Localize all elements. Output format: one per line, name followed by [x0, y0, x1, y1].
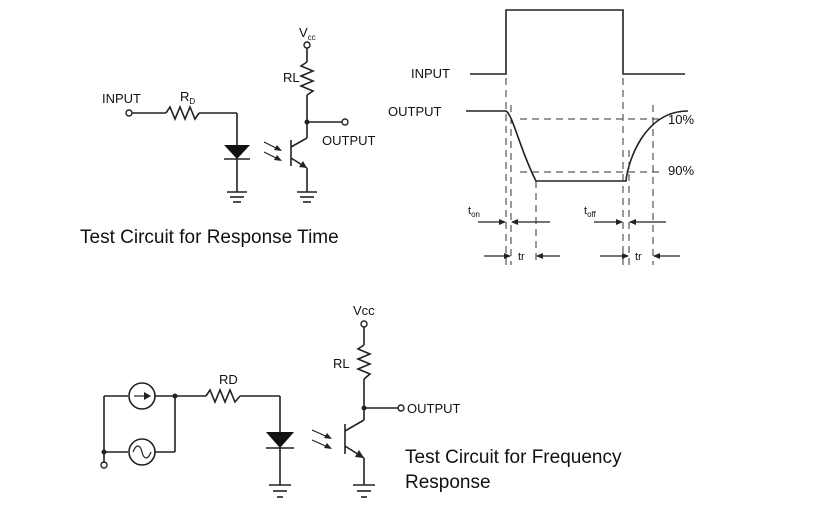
vcc-label: Vcc: [299, 25, 316, 42]
ground-icon: [227, 191, 247, 203]
output-terminal: [397, 404, 405, 412]
frequency-caption-line1: Test Circuit for Frequency: [405, 447, 622, 468]
dc-current-source-icon: [128, 382, 156, 410]
ground-icon: [297, 191, 317, 203]
input-pulse: [470, 9, 685, 75]
rl-resistor: [298, 61, 316, 96]
toff-label: toff: [584, 205, 597, 219]
rd-label: RD: [219, 372, 238, 387]
led-diode-icon: [224, 145, 250, 160]
rd-resistor: [205, 387, 241, 405]
frequency-caption-line2: Response: [405, 472, 491, 493]
input-terminal: [125, 109, 133, 117]
light-arrows-icon: [311, 429, 332, 449]
input-label: INPUT: [102, 91, 141, 106]
level-10-label: 10%: [668, 112, 694, 127]
ac-source-icon: [128, 438, 156, 466]
rd-resistor: [165, 104, 200, 122]
phototransistor: [290, 137, 308, 192]
phototransistor: [344, 419, 365, 485]
wave-input-label: INPUT: [411, 66, 450, 81]
vcc-terminal: [360, 320, 368, 328]
level-90-label: 90%: [668, 163, 694, 178]
output-terminal: [341, 118, 349, 126]
ground-terminal: [100, 461, 108, 469]
rl-label: RL: [333, 356, 350, 371]
vcc-label: Vcc: [353, 303, 375, 318]
led-diode-icon: [266, 432, 294, 449]
wave-output-label: OUTPUT: [388, 104, 442, 119]
response-time-circuit: Vcc RL OUTPUT: [80, 25, 376, 248]
output-curve: [466, 110, 689, 182]
tr-right-label: tr: [635, 251, 642, 263]
tr-left-label: tr: [518, 251, 525, 263]
ton-label: ton: [468, 205, 480, 219]
rd-label: RD: [180, 89, 195, 106]
ground-icon: [353, 484, 375, 498]
light-arrows-icon: [263, 141, 282, 161]
output-label: OUTPUT: [407, 401, 461, 416]
rl-label: RL: [283, 70, 300, 85]
response-waveform: INPUT OUTPUT 10% 90% ton toff tr: [388, 9, 694, 265]
vcc-terminal: [303, 41, 311, 49]
ground-icon: [269, 484, 291, 498]
output-label: OUTPUT: [322, 133, 376, 148]
response-time-caption: Test Circuit for Response Time: [80, 227, 339, 248]
frequency-response-circuit: Vcc RL OUTPUT: [100, 303, 622, 498]
rl-resistor: [355, 344, 373, 380]
